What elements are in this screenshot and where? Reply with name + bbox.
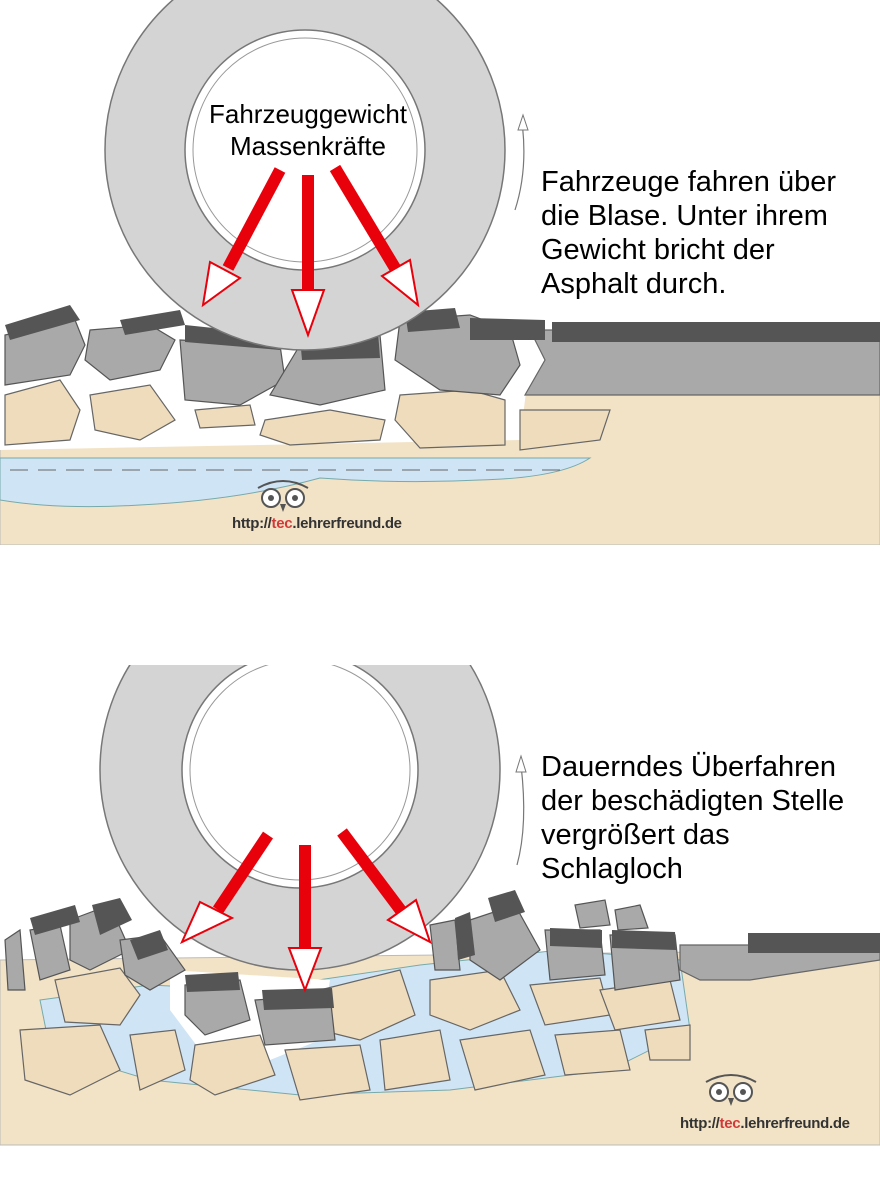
source-url-bottom: http://tec.lehrerfreund.de bbox=[680, 1115, 850, 1132]
panel-top-illustration bbox=[0, 0, 880, 545]
owl-logo-icon bbox=[705, 1074, 757, 1106]
diagram-panel-bottom: Dauerndes Überfahren der beschädigten St… bbox=[0, 650, 880, 1150]
owl-logo-icon bbox=[257, 480, 309, 512]
url-prefix: http:// bbox=[232, 515, 272, 532]
asphalt-fragments bbox=[4, 899, 681, 1046]
panel-bottom-illustration bbox=[0, 650, 880, 1146]
caption-top: Fahrzeuge fahren über die Blase. Unter i… bbox=[541, 166, 837, 300]
asphalt-intact bbox=[679, 944, 880, 981]
url-suffix: .lehrerfreund.de bbox=[740, 1115, 850, 1132]
url-prefix: http:// bbox=[680, 1115, 720, 1132]
url-suffix: .lehrerfreund.de bbox=[292, 515, 402, 532]
rotation-arrow-icon bbox=[515, 754, 527, 866]
rotation-arrow-icon bbox=[514, 113, 529, 211]
wheel-label-forces: Massenkräfte bbox=[229, 131, 387, 161]
soil-chunks bbox=[4, 379, 611, 451]
caption-bottom: Dauerndes Überfahren der beschädigten St… bbox=[541, 751, 845, 885]
asphalt-fragments bbox=[4, 314, 521, 406]
soil-chunks bbox=[19, 967, 691, 1101]
diagram-panel-top: Fahrzeuggewicht Massenkräfte Fahrzeuge f… bbox=[0, 0, 880, 545]
url-highlight: tec bbox=[719, 1115, 741, 1132]
asphalt-dark-crust bbox=[30, 890, 676, 1010]
url-highlight: tec bbox=[271, 515, 293, 532]
asphalt-top-layer bbox=[552, 322, 880, 342]
wheel-label-weight: Fahrzeuggewicht bbox=[209, 99, 407, 129]
asphalt-top-layer bbox=[748, 933, 880, 953]
source-url-top: http://tec.lehrerfreund.de bbox=[232, 515, 402, 532]
force-arrow-icon bbox=[179, 828, 432, 993]
force-arrow-icon bbox=[201, 164, 420, 338]
